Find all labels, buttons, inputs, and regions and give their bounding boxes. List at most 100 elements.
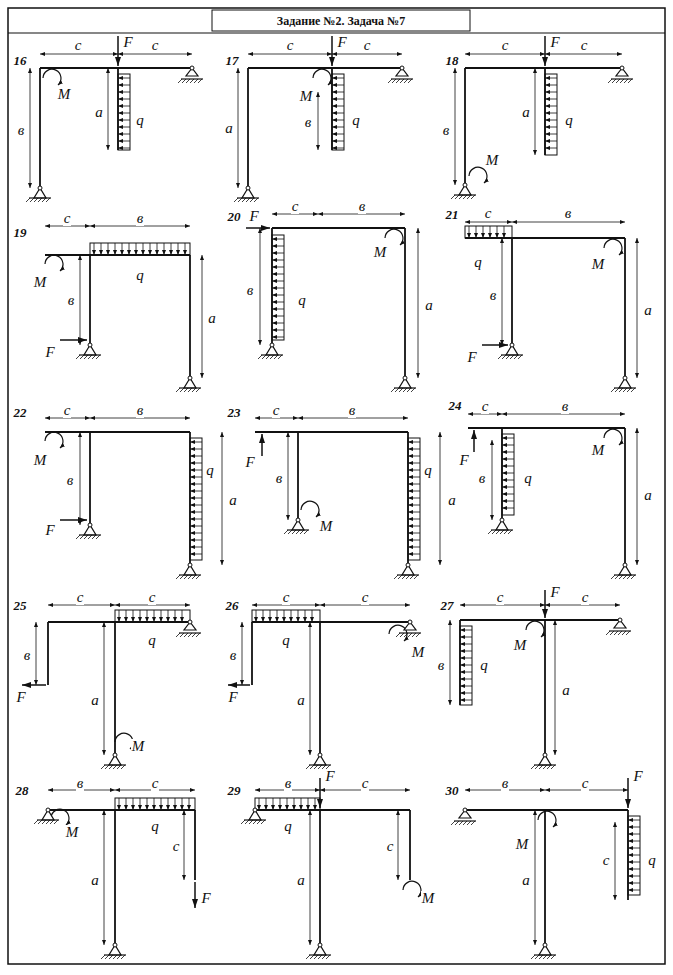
frame-member bbox=[409, 810, 411, 880]
ground-hatch bbox=[620, 79, 624, 83]
problem-number: 16 bbox=[13, 54, 28, 67]
load-or-dimension-label: a bbox=[521, 105, 531, 120]
load-arrow bbox=[476, 226, 477, 238]
load-or-dimension-label: a bbox=[207, 311, 217, 326]
load-or-dimension-label: M bbox=[299, 89, 314, 104]
load-arrow bbox=[483, 226, 484, 238]
load-arrow bbox=[272, 288, 284, 289]
dimension-line bbox=[108, 68, 109, 150]
load-arrow bbox=[190, 505, 202, 506]
load-arrow bbox=[147, 610, 148, 622]
load-arrow bbox=[284, 610, 285, 622]
frame-member bbox=[544, 68, 546, 155]
distributed-load bbox=[545, 74, 557, 155]
frame-member bbox=[319, 810, 321, 945]
dimension-line bbox=[418, 228, 419, 378]
load-arrow bbox=[133, 798, 134, 810]
load-or-dimension-label: q bbox=[647, 853, 657, 868]
load-arrow bbox=[460, 658, 472, 659]
load-arrow bbox=[150, 243, 151, 255]
load-arrow bbox=[164, 243, 165, 255]
load-arrow bbox=[266, 798, 267, 810]
load-or-dimension-label: q bbox=[147, 633, 157, 648]
load-arrow bbox=[460, 679, 472, 680]
dimension-line bbox=[298, 418, 408, 419]
ground-line bbox=[397, 574, 419, 575]
frame-member bbox=[404, 228, 406, 378]
moment-arc bbox=[45, 432, 63, 448]
ground-hatch bbox=[109, 765, 113, 769]
load-arrow bbox=[502, 459, 514, 460]
load-or-dimension-label: M bbox=[421, 891, 436, 906]
load-or-dimension-label: q bbox=[135, 113, 145, 128]
load-arrow bbox=[272, 323, 284, 324]
dimension-line bbox=[260, 228, 261, 345]
pin-hinge bbox=[406, 563, 410, 567]
load-or-dimension-label: c bbox=[272, 403, 281, 418]
ground-hatch bbox=[543, 955, 547, 959]
dimension-line bbox=[502, 414, 625, 415]
dimension-line bbox=[272, 214, 318, 215]
distributed-load bbox=[332, 74, 344, 150]
dimension-line bbox=[332, 54, 402, 55]
distributed-load bbox=[118, 74, 130, 150]
dimension-line bbox=[184, 810, 185, 880]
dimension-line bbox=[465, 222, 512, 223]
load-or-dimension-label: q bbox=[283, 819, 293, 834]
load-arrow bbox=[272, 260, 284, 261]
load-arrow bbox=[115, 243, 116, 255]
ground-hatch bbox=[257, 820, 261, 824]
load-arrow bbox=[460, 637, 472, 638]
frame-member bbox=[255, 809, 410, 811]
sheet-title: Задание №2. Задача №7 bbox=[277, 15, 405, 27]
load-or-dimension-label: c bbox=[581, 776, 590, 791]
ground-hatch bbox=[34, 820, 38, 824]
load-or-dimension-label: в bbox=[246, 283, 255, 298]
ground-hatch bbox=[496, 530, 500, 534]
load-arrow bbox=[408, 470, 420, 471]
frame-member bbox=[40, 67, 192, 69]
ground-hatch bbox=[105, 955, 109, 959]
frame-member bbox=[465, 67, 622, 69]
load-or-dimension-label: c bbox=[286, 38, 295, 53]
load-or-dimension-label: a bbox=[90, 873, 100, 888]
ground-line bbox=[244, 819, 266, 820]
ground-hatch bbox=[192, 633, 196, 637]
load-arrow bbox=[408, 498, 420, 499]
load-arrow bbox=[490, 226, 491, 238]
frame-member bbox=[45, 254, 190, 256]
load-arrow bbox=[118, 78, 130, 79]
load-arrow bbox=[502, 494, 514, 495]
frame-member bbox=[464, 68, 466, 185]
load-or-dimension-label: a bbox=[424, 298, 434, 313]
load-or-dimension-label: c bbox=[74, 38, 83, 53]
force-arrow bbox=[331, 36, 333, 66]
roller-hinge bbox=[408, 620, 412, 624]
ground-hatch bbox=[627, 575, 631, 579]
load-arrow bbox=[502, 487, 514, 488]
load-arrow bbox=[545, 148, 557, 149]
load-arrow bbox=[136, 243, 137, 255]
load-or-dimension-label: c bbox=[484, 206, 493, 221]
load-arrow bbox=[272, 246, 284, 247]
ground-hatch bbox=[396, 633, 400, 637]
pin-hinge bbox=[296, 518, 300, 522]
load-or-dimension-label: a bbox=[296, 873, 306, 888]
ground-hatch bbox=[101, 955, 105, 959]
load-arrow bbox=[259, 798, 260, 810]
load-arrow bbox=[118, 106, 130, 107]
ground-hatch bbox=[300, 530, 304, 534]
load-or-dimension-label: F bbox=[458, 453, 469, 468]
ground-hatch bbox=[38, 198, 42, 202]
ground-hatch bbox=[539, 955, 543, 959]
load-arrow bbox=[408, 442, 420, 443]
dimension-line bbox=[512, 222, 625, 223]
pin-hinge bbox=[88, 343, 92, 347]
ground-line bbox=[609, 630, 631, 631]
pin-hinge bbox=[318, 753, 322, 757]
load-arrow bbox=[628, 820, 640, 821]
ground-hatch bbox=[80, 535, 84, 539]
pin-hinge bbox=[113, 943, 117, 947]
ground-hatch bbox=[400, 79, 404, 83]
ground-hatch bbox=[407, 388, 411, 392]
